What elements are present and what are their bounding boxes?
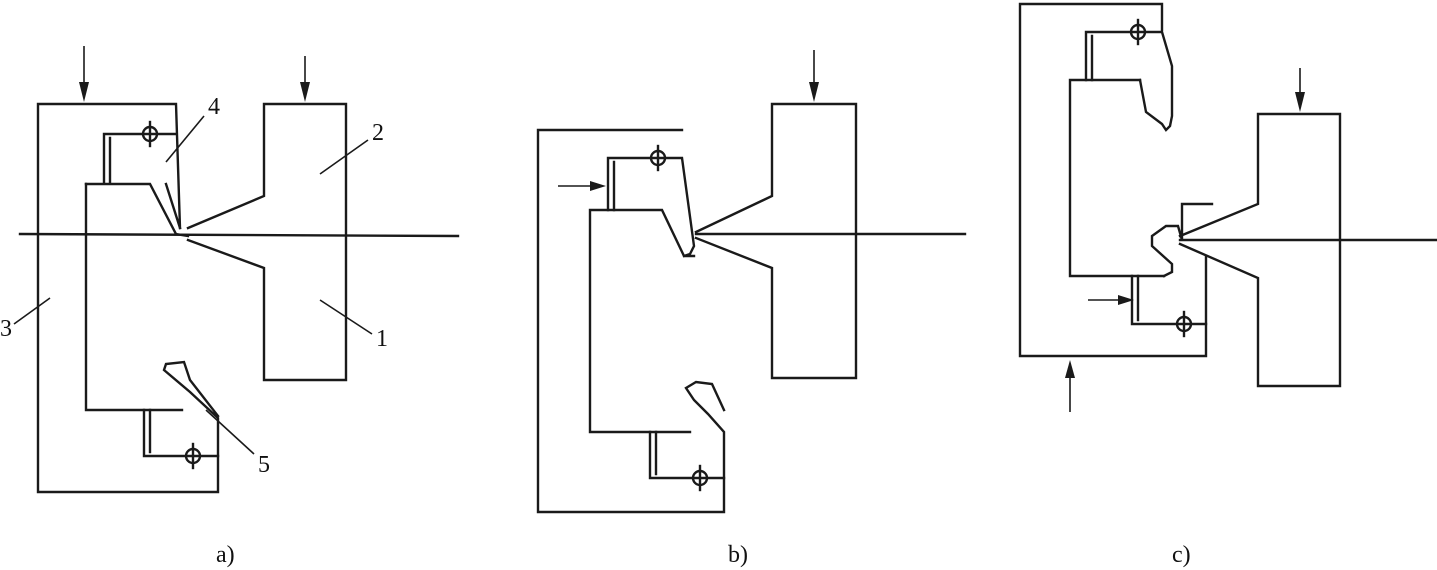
part-label-5: 5 [258,452,270,478]
panel-a-upper-pin-icon [141,120,159,148]
panel-b-upper-pin-icon [649,144,667,172]
panel-b-lower-pin-icon [691,464,709,492]
panel-c-lower-pin-icon [1175,310,1193,338]
panel-a-outer-frame [36,102,220,494]
panel-b-arrow-down-icon [809,50,819,102]
panel-b-outer-frame [536,128,726,514]
panel-c-outer-frame [1018,2,1208,358]
panel-a-arrow-right-down-icon [300,56,310,102]
panel-a-arrow-left-down-icon [79,46,89,102]
panel-a-leader-1 [319,299,373,335]
panel-b-inner-block [588,208,696,434]
panel-c-upper-jaw [1084,30,1174,132]
panel-a: 4 2 3 1 5 a) [0,46,460,568]
panel-a-leader-5 [205,409,255,455]
panel-a-axis-line [18,232,460,238]
panel-c-arrow-right-icon [1088,295,1134,305]
panel-a-right-die [186,102,348,382]
panel-b-arrow-right-icon [558,181,606,191]
panel-a-lower-pin-icon [184,442,202,470]
panel-a-leader-3 [13,297,51,325]
panel-c-right-die [1178,112,1342,388]
part-label-2: 2 [372,120,384,146]
panel-c-arrow-down-icon [1295,68,1305,112]
panel-a-upper-jaw [84,132,190,238]
panel-c-inner-block [1068,78,1166,278]
part-label-3: 3 [0,316,12,342]
panel-a-lower-jaw [142,408,220,458]
panel-c-caption: c) [1172,542,1191,568]
panel-c: c) [1018,2,1437,568]
panel-b-upper-jaw [606,156,696,258]
panel-a-leader-2 [319,139,369,175]
panel-b-lower-jaw [648,430,726,480]
panel-c-arrow-up-icon [1065,360,1075,412]
panel-a-caption: a) [216,542,235,568]
panel-b: b) [536,50,967,568]
panel-c-upper-pin-icon [1129,18,1147,46]
panel-c-lower-jaw [1130,202,1214,326]
part-label-4: 4 [208,94,220,120]
part-label-1: 1 [376,326,388,352]
panel-a-leader-4 [165,115,205,163]
panel-b-right-die [694,102,858,380]
panel-b-caption: b) [728,542,748,568]
